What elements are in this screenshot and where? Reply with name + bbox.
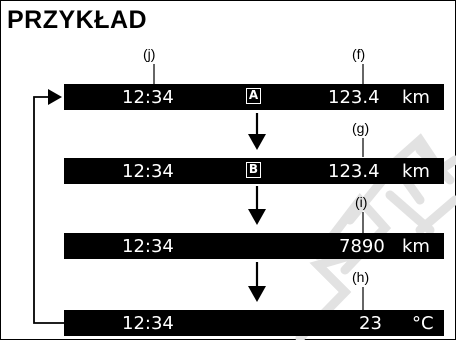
page-title: PRZYKŁAD	[7, 6, 148, 34]
trip-badge-a: A	[246, 88, 261, 104]
down-arrow-icon	[248, 186, 266, 225]
display-bar-temperature: 12:34 23 °C	[64, 310, 444, 336]
odometer-value: 123.4	[328, 161, 380, 182]
odometer-value: 7890	[339, 236, 385, 257]
clock-time: 12:34	[122, 87, 174, 108]
display-bar-odometer: 12:34 7890 km	[64, 233, 444, 259]
clock-time: 12:34	[122, 161, 174, 182]
label-g: (g)	[352, 120, 370, 136]
odometer-value: 123.4	[328, 87, 380, 108]
label-f: (f)	[352, 46, 366, 62]
label-j: (j)	[143, 46, 156, 62]
display-bar-trip-a: 12:34 A 123.4 km	[64, 84, 444, 110]
clock-time: 12:34	[122, 313, 174, 334]
label-i: (i)	[355, 194, 368, 210]
unit-label: km	[402, 236, 430, 257]
unit-label: km	[402, 87, 430, 108]
unit-label: km	[402, 161, 430, 182]
down-arrow-icon	[248, 113, 266, 150]
unit-label: °C	[412, 313, 434, 334]
label-h: (h)	[352, 269, 370, 285]
loop-arrowhead-icon	[48, 89, 62, 105]
display-bar-trip-b: 12:34 B 123.4 km	[64, 158, 444, 184]
loop-back-line	[33, 96, 64, 324]
temperature-value: 23	[359, 313, 382, 334]
down-arrow-icon	[248, 262, 266, 302]
trip-badge-b: B	[246, 162, 261, 178]
clock-time: 12:34	[122, 236, 174, 257]
